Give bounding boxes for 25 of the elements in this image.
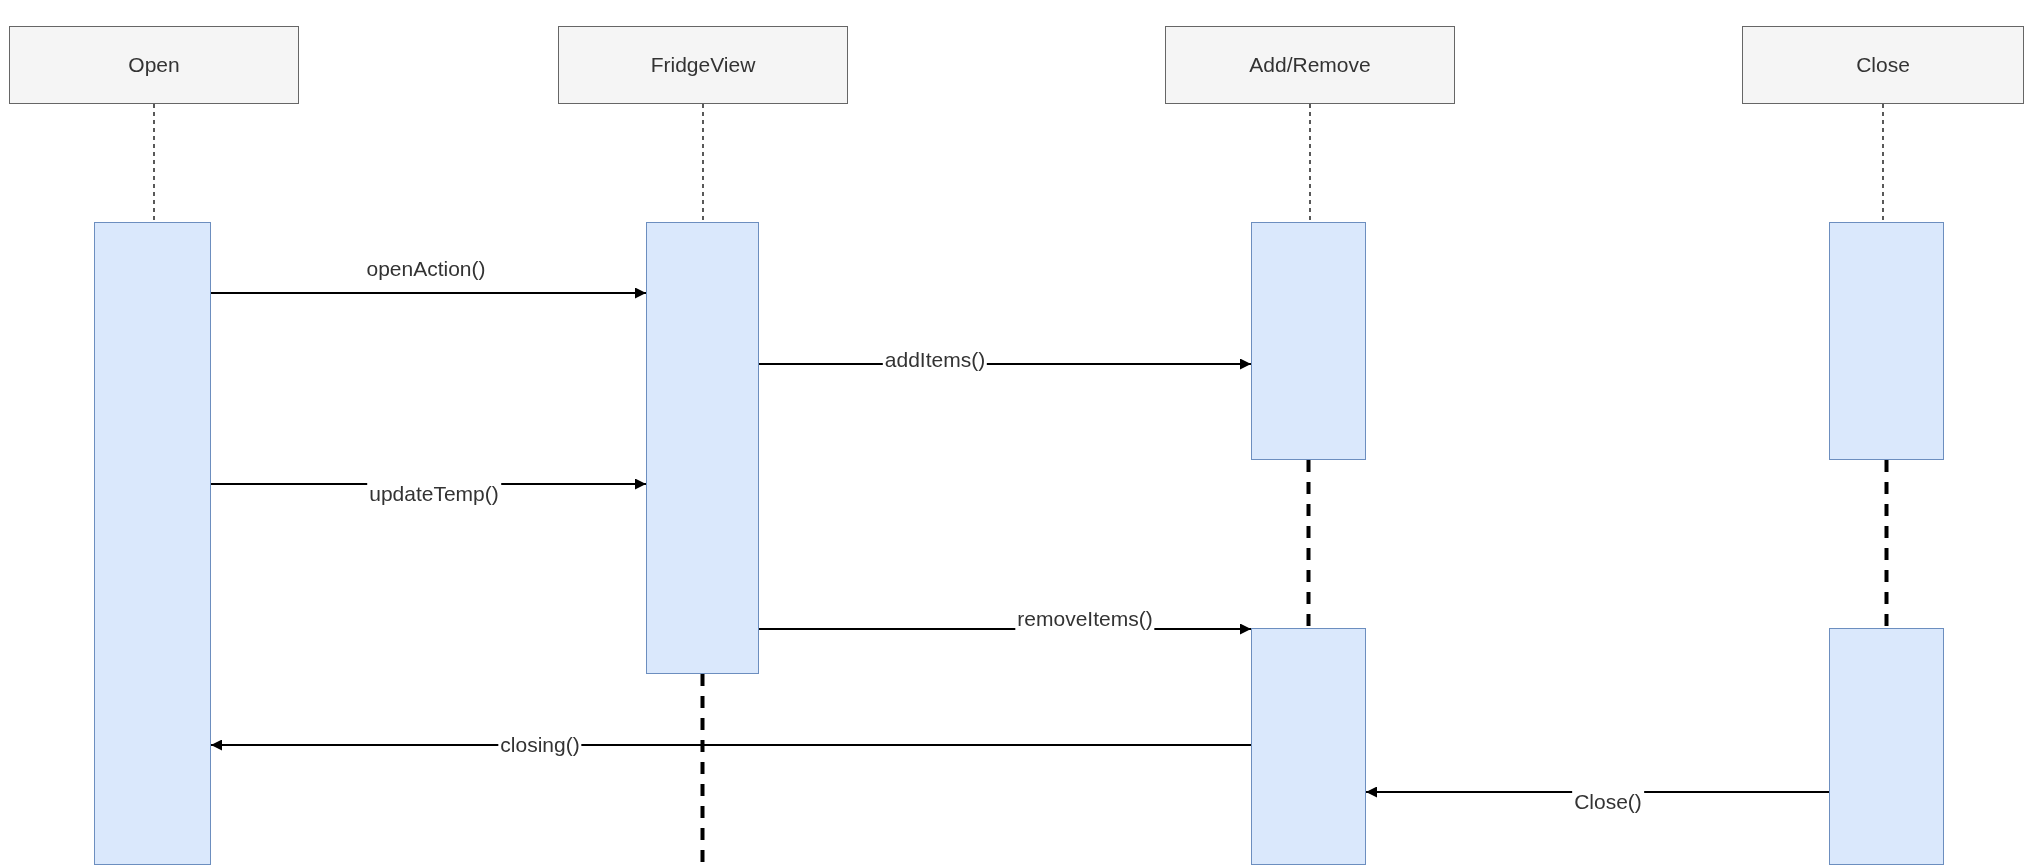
participant-name: Close <box>1856 53 1910 77</box>
lifeline <box>702 103 704 223</box>
activation-bar <box>646 222 759 674</box>
lifeline <box>700 674 705 865</box>
message-arrow <box>210 739 1252 751</box>
participant-box <box>1165 26 1455 104</box>
lifeline <box>1306 460 1311 628</box>
activation-bar <box>94 222 211 865</box>
participant-name: Open <box>128 53 180 77</box>
lifeline <box>1309 103 1311 223</box>
activation-bar <box>1251 628 1366 865</box>
activation-bar <box>1251 222 1366 460</box>
lifeline <box>1882 103 1884 223</box>
message-label: Close() <box>1572 790 1644 814</box>
lifeline <box>153 103 155 223</box>
participant-box <box>1742 26 2024 104</box>
participant-box <box>558 26 848 104</box>
participant-name: Add/Remove <box>1249 53 1371 77</box>
participant-name: FridgeView <box>650 53 756 77</box>
message-arrow <box>210 287 647 299</box>
participant-box <box>9 26 299 104</box>
message-label: updateTemp() <box>367 482 501 506</box>
activation-bar <box>1829 222 1944 460</box>
activation-bar <box>1829 628 1944 865</box>
lifeline <box>1884 460 1889 628</box>
